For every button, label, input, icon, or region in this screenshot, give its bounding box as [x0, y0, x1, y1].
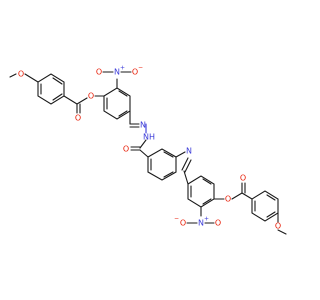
atom-h-hydrazide: H: [149, 133, 155, 142]
right-methoxybenzoyl-group: [231, 182, 287, 235]
atom-o-nitro-right-b: O: [215, 219, 221, 228]
atom-o-methoxy-left: O: [18, 70, 24, 79]
charge-minus-left: −: [138, 65, 143, 72]
charge-minus-right: −: [174, 216, 179, 223]
atom-o-carbonyl-right: O: [240, 174, 246, 183]
atom-labels: O O O N + O O − N N H O N N + O − O O O …: [18, 65, 281, 231]
atom-o-ester-right: O: [225, 195, 231, 204]
upper-nitrophenyl-ring: [94, 71, 147, 134]
atom-n-nitro-right: N: [198, 219, 204, 228]
atom-n-imine-top: N: [140, 121, 146, 130]
atom-n-nitro-left: N: [114, 68, 120, 77]
charge-plus-right: +: [204, 216, 209, 223]
atom-o-amide: O: [123, 145, 129, 154]
central-benzamide-ring: [130, 139, 192, 181]
atom-o-nitro-left-a: O: [96, 68, 102, 77]
atom-o-nitro-left-b: O: [132, 68, 138, 77]
left-methoxybenzoyl-group: [9, 73, 88, 114]
atom-n-imine-mid: N: [186, 147, 192, 156]
atom-n-hydrazide: N: [143, 133, 149, 142]
atom-o-nitro-right-a: O: [180, 219, 186, 228]
atom-o-ester-left: O: [88, 92, 94, 101]
molecule-structure: O O O N + O O − N N H O N N + O − O O O …: [9, 65, 287, 235]
charge-plus-left: +: [120, 65, 125, 72]
atom-o-methoxy-right: O: [275, 222, 281, 231]
atom-o-carbonyl-left: O: [75, 114, 81, 123]
lower-nitrophenyl-ring: [183, 170, 225, 224]
